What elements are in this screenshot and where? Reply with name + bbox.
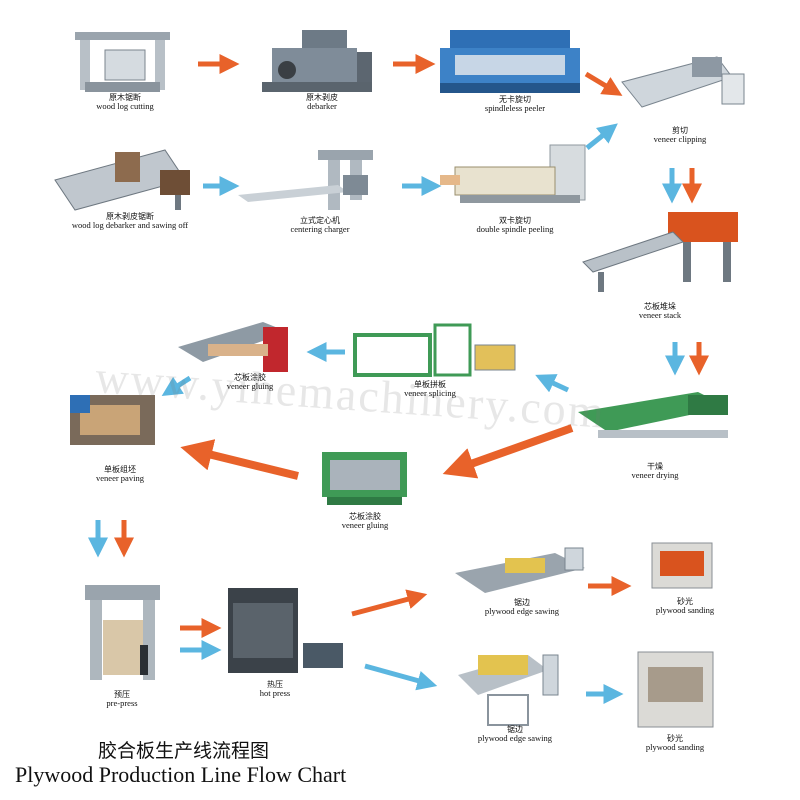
double-spindle-lathe-icon	[440, 144, 586, 203]
caption-en: centering charger	[290, 224, 350, 235]
caption-en: veneer clipping	[653, 134, 707, 145]
hot-press-machine-icon	[228, 588, 343, 673]
node-caption: 立式定心机 centering charger	[260, 216, 380, 235]
node-caption: 芯板涂胶 veneer gluing	[190, 373, 310, 392]
node-caption: 砂光 plywood sanding	[635, 597, 735, 616]
caption-zh: 立式定心机	[300, 216, 340, 225]
node-caption: 干燥 veneer drying	[610, 462, 700, 481]
splicing-machine-icon	[353, 323, 516, 377]
node-caption: 单板拼板 veneer splicing	[380, 380, 480, 399]
caption-en: plywood edge sawing	[477, 733, 553, 744]
debarker-machine-icon	[262, 30, 372, 92]
caption-zh: 单板组坯	[104, 465, 136, 474]
centering-machine-icon	[238, 150, 373, 210]
node-caption: 锯边 plywood edge sawing	[462, 598, 582, 617]
caption-en: plywood edge sawing	[484, 606, 560, 617]
node-caption: 芯板堆垛 veneer stack	[600, 302, 720, 321]
arrow	[535, 374, 570, 393]
caption-zh: 干燥	[647, 462, 663, 471]
caption-zh: 热压	[267, 680, 283, 689]
caption-zh: 原木剥皮	[306, 93, 338, 102]
node-caption: 无卡旋切 spindleless peeler	[450, 95, 580, 114]
glue-spreader-icon	[178, 322, 288, 372]
caption-en: debarker	[307, 101, 337, 112]
glue-spreader-icon	[322, 452, 407, 505]
flow-arrows	[88, 54, 709, 704]
caption-zh: 锯边	[507, 725, 523, 734]
node-caption: 原木剥皮锯断 wood log debarker and sawing off	[45, 212, 215, 231]
caption-en: wood log debarker and sawing off	[71, 220, 189, 231]
caption-zh: 芯板堆垛	[644, 302, 676, 311]
caption-zh: 单板拼板	[414, 380, 446, 389]
arrow	[585, 123, 618, 150]
diagram-title-en: Plywood Production Line Flow Chart	[15, 762, 347, 787]
caption-en: spindleless peeler	[484, 103, 546, 114]
caption-zh: 双卡旋切	[499, 216, 531, 225]
caption-en: veneer gluing	[226, 381, 274, 392]
arrow	[351, 589, 428, 617]
edge-saw-icon	[458, 654, 559, 726]
caption-en: veneer stack	[638, 310, 682, 321]
caption-zh: 芯板涂胶	[234, 373, 266, 382]
diagram-title-zh: 胶合板生产线流程图	[98, 740, 270, 762]
caption-zh: 无卡旋切	[499, 95, 531, 104]
node-caption: 原木剥皮 debarker	[262, 93, 382, 112]
caption-en: hot press	[259, 688, 291, 699]
sawing-machine-icon	[75, 32, 170, 92]
node-caption: 预压 pre-press	[82, 690, 162, 709]
node-caption: 原木锯断 wood log cutting	[65, 93, 185, 112]
node-caption: 剪切 veneer clipping	[615, 126, 745, 145]
pre-press-machine-icon	[85, 585, 160, 680]
arrow	[161, 375, 192, 397]
caption-zh: 砂光	[677, 597, 693, 606]
caption-en: veneer drying	[631, 470, 679, 481]
caption-en: plywood sanding	[655, 605, 715, 616]
dryer-machine-icon	[578, 392, 728, 438]
arrow	[442, 424, 574, 479]
caption-zh: 砂光	[667, 734, 683, 743]
caption-zh: 剪切	[672, 126, 688, 135]
paving-line-icon	[70, 395, 155, 445]
stacker-machine-icon	[582, 212, 738, 292]
caption-en: plywood sanding	[645, 742, 705, 753]
caption-en: veneer paving	[96, 473, 144, 484]
node-caption: 双卡旋切 double spindle peeling	[450, 216, 580, 235]
caption-en: veneer gluing	[341, 520, 389, 531]
caption-zh: 原木锯断	[109, 93, 141, 102]
caption-zh: 原木剥皮锯断	[106, 212, 154, 221]
debarker-saw-line-icon	[54, 149, 190, 211]
caption-en: veneer splicing	[404, 388, 456, 399]
caption-en: wood log cutting	[96, 101, 154, 112]
node-caption: 芯板涂胶 veneer gluing	[310, 512, 420, 531]
arrow	[180, 439, 299, 480]
caption-en: double spindle peeling	[476, 224, 554, 235]
caption-zh: 预压	[114, 690, 130, 699]
sanding-machine-icon	[651, 542, 713, 589]
node-caption: 锯边 plywood edge sawing	[455, 725, 575, 744]
sanding-machine-icon	[637, 651, 714, 728]
clipper-machine-icon	[621, 56, 745, 108]
caption-zh: 芯板涂胶	[349, 512, 381, 521]
node-caption: 砂光 plywood sanding	[625, 734, 725, 753]
arrow	[584, 71, 623, 96]
arrow	[364, 663, 438, 691]
node-caption: 热压 hot press	[235, 680, 315, 699]
node-caption: 单板组坯 veneer paving	[70, 465, 170, 484]
edge-saw-icon	[455, 547, 585, 593]
caption-en: pre-press	[106, 698, 138, 709]
caption-zh: 锯边	[514, 598, 530, 607]
peeler-machine-icon	[440, 30, 580, 93]
